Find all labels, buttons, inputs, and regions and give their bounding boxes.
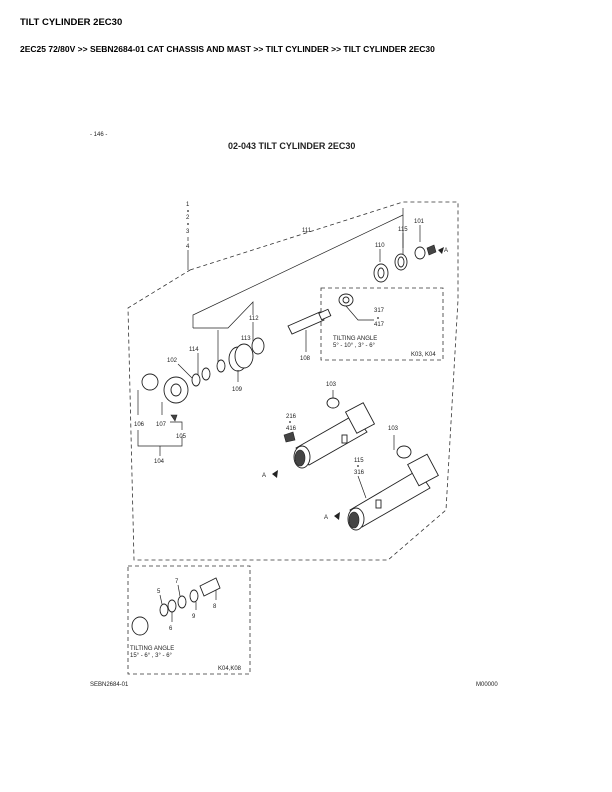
part-317-bore [342, 296, 350, 304]
callout-102: 102 [167, 358, 178, 364]
callout-112: 112 [249, 316, 259, 322]
document-title: TILT CYLINDER 2EC30 [20, 17, 123, 28]
part-oring [251, 337, 265, 355]
part-106-bushing [141, 373, 159, 391]
callout-105: 105 [176, 434, 187, 440]
grease-nipple-icon [170, 414, 178, 422]
callout-110: 110 [375, 243, 385, 249]
callout-104: 104 [154, 459, 165, 465]
part-108-piston-rod [287, 311, 325, 335]
part-102-nut [191, 373, 201, 387]
callout-a-upper: A [262, 473, 266, 479]
exploded-view-diagram: - 146 - 02-043 TILT CYLINDER 2EC30 SEBN2… [90, 132, 498, 688]
callout-109: 109 [232, 387, 243, 393]
part-6-ring [167, 599, 177, 613]
callout-dot [187, 223, 189, 225]
callout-417: 417 [374, 322, 385, 328]
leader-line [345, 305, 374, 321]
inset-right-codes: K03, K04 [411, 352, 436, 358]
callout-2: 2 [186, 215, 190, 221]
footer-code: SEBN2684-01 [90, 682, 129, 688]
callout-8: 8 [213, 604, 217, 610]
callout-7: 7 [175, 579, 179, 585]
inset-right-label: TILTING ANGLE [333, 336, 377, 342]
callout-103-upper: 103 [326, 382, 337, 388]
part-107-eye-bore [170, 383, 182, 397]
cylinder-lower-thread [348, 511, 360, 529]
cylinder-port-lower [375, 499, 382, 509]
cylinder-upper-thread [294, 449, 306, 467]
page-number: - 146 - [90, 132, 107, 138]
callout-dot [377, 317, 379, 319]
leader-line [170, 421, 183, 430]
callout-113: 113 [241, 336, 251, 342]
grease-fitting-icon [283, 431, 296, 443]
parts-diagram-sheet: - 146 - 02-043 TILT CYLINDER 2EC30 SEBN2… [58, 90, 562, 746]
leader-line [177, 363, 193, 379]
callout-3: 3 [186, 229, 190, 235]
inset-rod-eye [131, 616, 149, 636]
inset-box-left [127, 565, 251, 675]
part-109-piston-face [234, 343, 254, 369]
callout-108: 108 [300, 356, 311, 362]
callout-dot [289, 421, 291, 423]
cylinder-upper-head [344, 402, 376, 434]
callout-107: 107 [156, 422, 167, 428]
inset-right-angles: 5° - 10° , 3° - 6° [333, 343, 376, 349]
callout-dot [357, 465, 359, 467]
callout-316: 316 [354, 470, 365, 476]
part-103-bushing-lower [396, 445, 412, 459]
inset-left-codes: K04,K08 [218, 666, 242, 672]
breadcrumb-path: 2EC25 72/80V >> SEBN2684-01 CAT CHASSIS … [20, 44, 435, 54]
inset-box-right [320, 287, 444, 361]
callout-4: 4 [186, 244, 190, 250]
callout-6: 6 [169, 626, 173, 632]
callout-103-lower: 103 [388, 426, 399, 432]
leader-line [357, 475, 367, 499]
part-114-washer [201, 367, 211, 381]
part-101-nipple [414, 246, 426, 260]
callout-114: 114 [189, 347, 199, 353]
cylinder-port-upper [341, 434, 348, 444]
leader-line [177, 584, 181, 597]
part-8-sleeve [199, 577, 221, 597]
leader-line [159, 594, 163, 605]
callout-317: 317 [374, 308, 385, 314]
part-103-bushing-upper [326, 397, 340, 409]
leader-line-111 [192, 214, 404, 328]
part-113-ring [216, 359, 226, 373]
callout-106: 106 [134, 422, 145, 428]
callout-5: 5 [157, 589, 161, 595]
assembly-outline [127, 201, 459, 561]
part-9-oring [189, 589, 199, 603]
callout-101: 101 [414, 219, 425, 225]
inset-left-angles: 15° - 6° , 3° - 6° [130, 653, 173, 659]
arrow-a-icon [438, 247, 444, 254]
grease-fitting-icon [426, 244, 437, 256]
part-5-ring [159, 603, 169, 617]
callout-9: 9 [192, 614, 196, 620]
callout-1: 1 [186, 202, 190, 208]
callout-a-lower: A [324, 515, 328, 521]
diagram-title: 02-043 TILT CYLINDER 2EC30 [228, 141, 355, 151]
callout-111: 111 [302, 228, 312, 234]
arrow-a-icon [272, 470, 278, 478]
callout-216: 216 [286, 414, 297, 420]
callout-115-lower: 115 [354, 458, 364, 464]
callout-115: 115 [398, 227, 408, 233]
inset-left-label: TILTING ANGLE [130, 646, 174, 652]
callout-416: 416 [286, 426, 297, 432]
cylinder-lower-head [407, 453, 439, 487]
callout-dot [187, 210, 189, 212]
arrow-a-icon [334, 512, 340, 520]
part-110-inner [377, 267, 385, 279]
footer-reference: M00000 [476, 682, 498, 688]
part-7-ring [177, 595, 187, 609]
part-108-rod-end [318, 308, 332, 321]
part-115-inner [397, 256, 405, 268]
callout-a: A [444, 248, 448, 254]
leader-line [193, 301, 254, 329]
